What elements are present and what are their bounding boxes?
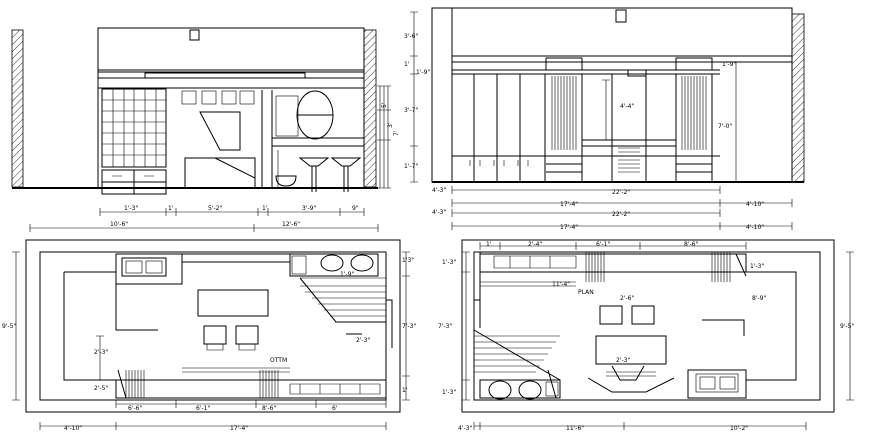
plan-left-label: OTTM <box>270 357 287 364</box>
plan-right-dim-8: 7'-3" <box>438 323 452 330</box>
elev-right-dim-bottom-4: 17'-4" <box>560 224 578 231</box>
elev-right-dim-inner-0: 4'-4" <box>620 103 634 110</box>
plan-right-dim-1: 2'-4" <box>528 241 542 248</box>
elev-right-dim-bottom-3: 22'-2" <box>612 211 630 218</box>
elev-right-dim-left-3: 1'-7" <box>404 163 418 170</box>
left-wall-hatch <box>11 29 24 188</box>
elev-left-dim-right-1: 3' <box>387 122 394 128</box>
plan-right-dim-13: 10'-2" <box>730 425 748 432</box>
elev-right-dim-left-1: 1' <box>404 61 410 68</box>
elev-left-dim-bottom-2: 5'-2" <box>208 205 222 212</box>
elev-right-dim-left-5: 4'-3" <box>432 187 446 194</box>
elev-right-dim-inner-2: 1'-9" <box>722 61 736 68</box>
plan-left-dim-2: 7'-3" <box>402 323 416 330</box>
plan-right-dim-9: 1'-3" <box>442 389 456 396</box>
plan-right-dim-11: 4'-3" <box>458 425 472 432</box>
elev-right-dim-bottom-2: 4'-10" <box>746 201 764 208</box>
left-plan: OTTM 9'-5" 1'3" 7'-3" 1' 2'-3" 2'-3" 2'-… <box>2 239 416 432</box>
plan-right-dim-0: 1' <box>486 241 492 248</box>
plan-right-dim-15: 11'-4" <box>552 281 570 288</box>
elev-right-dim-inner-1: 7'-0" <box>718 123 732 130</box>
plan-left-dim-8: 6'-6" <box>128 405 142 412</box>
elev-left-dim-bottom-4: 3'-9" <box>302 205 316 212</box>
plan-left-dim-6: 2'-5" <box>94 385 108 392</box>
plan-right-dim-14: 2'-3" <box>616 357 630 364</box>
plan-left-dim-12: 4'-10" <box>64 425 82 432</box>
elev-left-dim-bottom-7: 12'-6" <box>282 221 300 228</box>
elev-left-dim-bottom-5: 9" <box>352 205 359 212</box>
plan-left-dim-11: 6' <box>332 405 338 412</box>
elev-left-dim-bottom-6: 10'-6" <box>110 221 128 228</box>
plan-right-dim-7: 1'-3" <box>442 259 456 266</box>
right-plan: PLAN 1' 2'-4" 6'-1" 8'-6" 1'-3" 8'-9" 2'… <box>438 239 854 432</box>
plan-left-dim-13: 17'-4" <box>230 425 248 432</box>
plan-left-dim-0: 9'-5" <box>2 323 16 330</box>
plan-right-dim-3: 8'-6" <box>684 241 698 248</box>
elev-left-dim-right-2: 7' <box>393 130 400 136</box>
left-elevation: 5' 3' 7' 1'-3" 1' 5'-2" 1' 3'-9" 9" 10'-… <box>11 27 400 232</box>
elev-left-dim-bottom-0: 1'-3" <box>124 205 138 212</box>
plan-left-dim-10: 8'-6" <box>262 405 276 412</box>
plan-left-dim-9: 6'-1" <box>196 405 210 412</box>
elev-right-dim-left-2: 3'-7" <box>404 107 418 114</box>
plan-right-dim-6: 2'-6" <box>620 295 634 302</box>
elev-left-dim-bottom-1: 1' <box>168 205 174 212</box>
plan-right-dim-4: 1'-3" <box>750 263 764 270</box>
right-elev-wall-hatch <box>791 13 805 183</box>
right-wall-hatch <box>363 29 377 188</box>
plan-right-dim-10: 9'-5" <box>840 323 854 330</box>
right-elevation: 4'-4" 7'-0" 1'-9" 3'-6" 1' 3'-7" 1'-7" 1… <box>404 7 805 231</box>
plan-left-dim-4: 2'-3" <box>356 337 370 344</box>
elev-left-dim-bottom-3: 1' <box>262 205 268 212</box>
elev-right-dim-left-4: 1'-9" <box>416 69 430 76</box>
plan-left-dim-3: 1' <box>402 387 408 394</box>
plan-left-dim-1: 1'3" <box>402 257 414 264</box>
elev-right-dim-left-0: 3'-6" <box>404 33 418 40</box>
elev-right-dim-bottom-0: 22'-2" <box>612 189 630 196</box>
elev-right-dim-left-6: 4'-3" <box>432 209 446 216</box>
plan-right-dim-2: 6'-1" <box>596 241 610 248</box>
plan-right-label: PLAN <box>578 289 594 296</box>
elev-right-dim-bottom-5: 4'-10" <box>746 224 764 231</box>
plan-left-dim-7: 1'-9" <box>340 271 354 278</box>
elev-left-dim-right-0: 5' <box>381 102 388 108</box>
plan-right-dim-12: 11'-6" <box>566 425 584 432</box>
elev-right-dim-bottom-1: 17'-4" <box>560 201 578 208</box>
plan-right-dim-5: 8'-9" <box>752 295 766 302</box>
plan-left-dim-5: 2'-3" <box>94 349 108 356</box>
